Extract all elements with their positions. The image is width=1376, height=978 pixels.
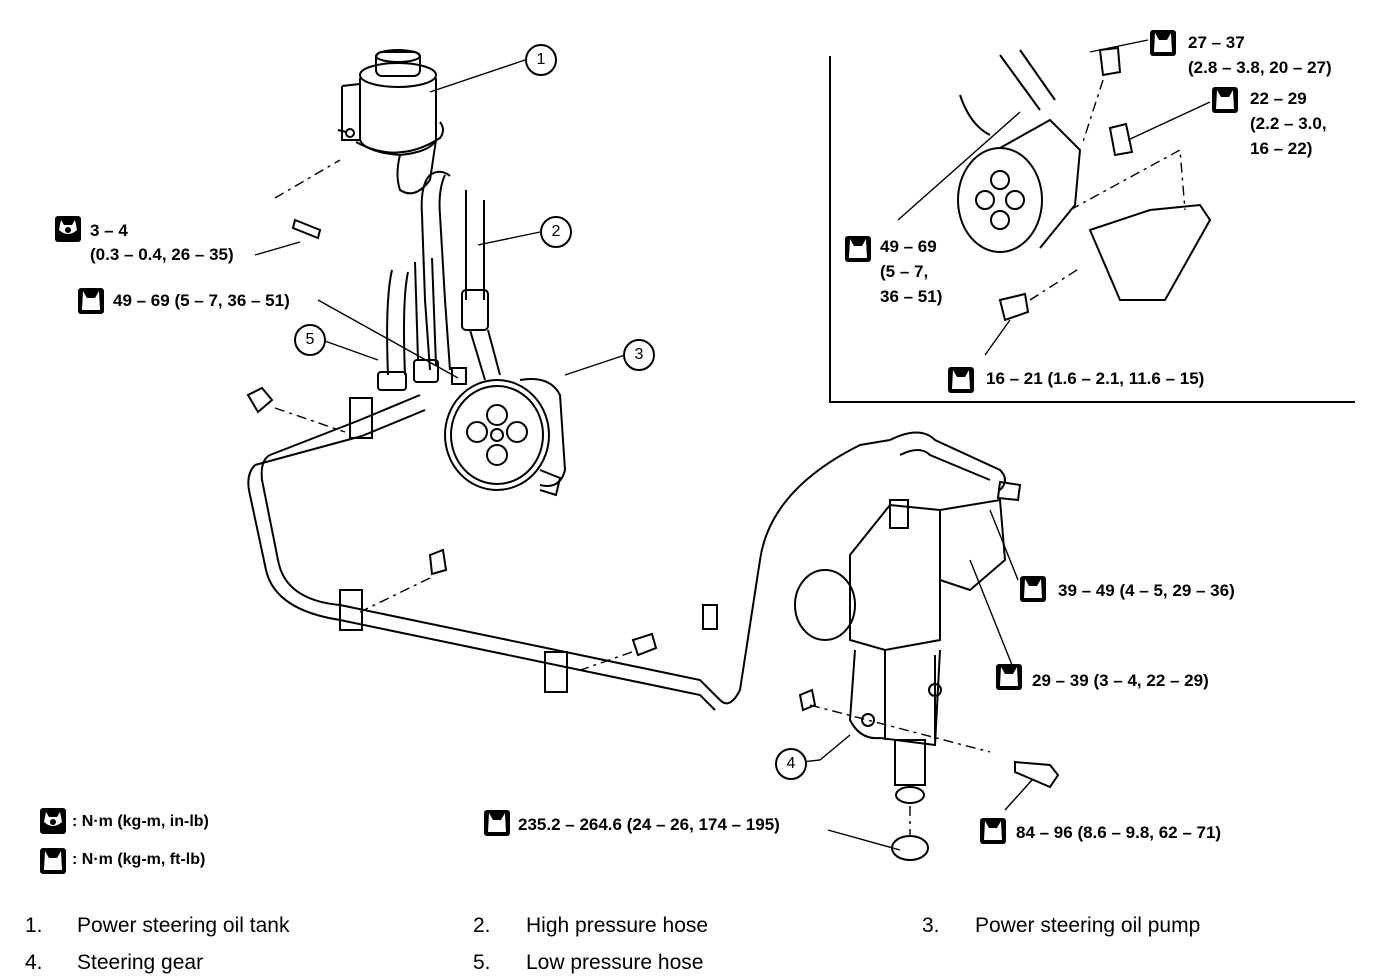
legend-in-lb: : N·m (kg-m, in-lb)	[72, 813, 209, 830]
torque-label-5a: 49 – 69	[880, 237, 937, 256]
torque-label-6: 16 – 21 (1.6 – 2.1, 11.6 – 15)	[986, 369, 1205, 388]
wrench-ft-lb-icon	[996, 664, 1022, 690]
wrench-in-lb-icon	[40, 808, 66, 834]
torque-label-1a: 3 – 4	[90, 221, 128, 240]
low-pressure-hose-drawing	[377, 257, 439, 391]
steering-gear-drawing	[794, 498, 1007, 861]
part-2-name: High pressure hose	[526, 914, 709, 937]
torque-label-5b: (5 – 7,	[880, 262, 929, 281]
part-1-name: Power steering oil tank	[77, 914, 290, 937]
callout-3: 3	[623, 339, 655, 371]
part-3-name: Power steering oil pump	[975, 914, 1201, 937]
torque-label-7: 39 – 49 (4 – 5, 29 – 36)	[1058, 581, 1235, 600]
part-2-number: 2.	[473, 914, 491, 937]
torque-label-4b: (2.2 – 3.0,	[1250, 114, 1327, 133]
oil-pump-drawing	[444, 367, 567, 497]
torque-label-2: 49 – 69 (5 – 7, 36 – 51)	[113, 291, 290, 310]
wrench-ft-lb-icon	[980, 818, 1006, 844]
part-1-number: 1.	[25, 914, 43, 937]
torque-label-8: 29 – 39 (3 – 4, 22 – 29)	[1032, 671, 1209, 690]
torque-label-3a: 27 – 37	[1188, 33, 1245, 52]
inset-frame	[829, 56, 1355, 403]
leader-lines	[254, 39, 1211, 851]
wrench-in-lb-icon	[55, 216, 81, 242]
part-5-name: Low pressure hose	[526, 951, 704, 974]
torque-label-4c: 16 – 22)	[1250, 139, 1313, 158]
part-4-number: 4.	[25, 951, 43, 974]
torque-label-5c: 36 – 51)	[880, 287, 943, 306]
wrench-ft-lb-icon	[1150, 30, 1176, 56]
torque-label-1b: (0.3 – 0.4, 26 – 35)	[90, 245, 234, 264]
torque-label-9: 235.2 – 264.6 (24 – 26, 174 – 195)	[518, 815, 780, 834]
torque-label-3b: (2.8 – 3.8, 20 – 27)	[1188, 58, 1332, 77]
wrench-ft-lb-icon	[845, 236, 871, 262]
bolts-drawing	[246, 46, 1134, 789]
wrench-ft-lb-icon	[78, 288, 104, 314]
torque-label-10: 84 – 96 (8.6 – 9.8, 62 – 71)	[1016, 823, 1222, 842]
wrench-ft-lb-icon	[948, 367, 974, 393]
part-4-name: Steering gear	[77, 951, 204, 974]
inset-pump-drawing	[957, 49, 1212, 301]
legend-ft-lb: : N·m (kg-m, ft-lb)	[72, 851, 206, 868]
callout-4: 4	[775, 748, 807, 780]
callout-1: 1	[525, 44, 557, 76]
callout-5: 5	[294, 324, 326, 356]
wrench-ft-lb-icon	[40, 848, 66, 874]
part-3-number: 3.	[922, 914, 940, 937]
dashed-lines	[274, 79, 1186, 835]
wrench-ft-lb-icon	[484, 810, 510, 836]
pressure-tube-drawing	[247, 394, 1006, 711]
part-5-number: 5.	[473, 951, 491, 974]
oil-tank-drawing	[337, 49, 444, 195]
torque-label-4a: 22 – 29	[1250, 89, 1307, 108]
wrench-ft-lb-icon	[1212, 87, 1238, 113]
high-pressure-hose-drawing	[420, 170, 501, 381]
wrench-ft-lb-icon	[1020, 576, 1046, 602]
callout-2: 2	[540, 216, 572, 248]
